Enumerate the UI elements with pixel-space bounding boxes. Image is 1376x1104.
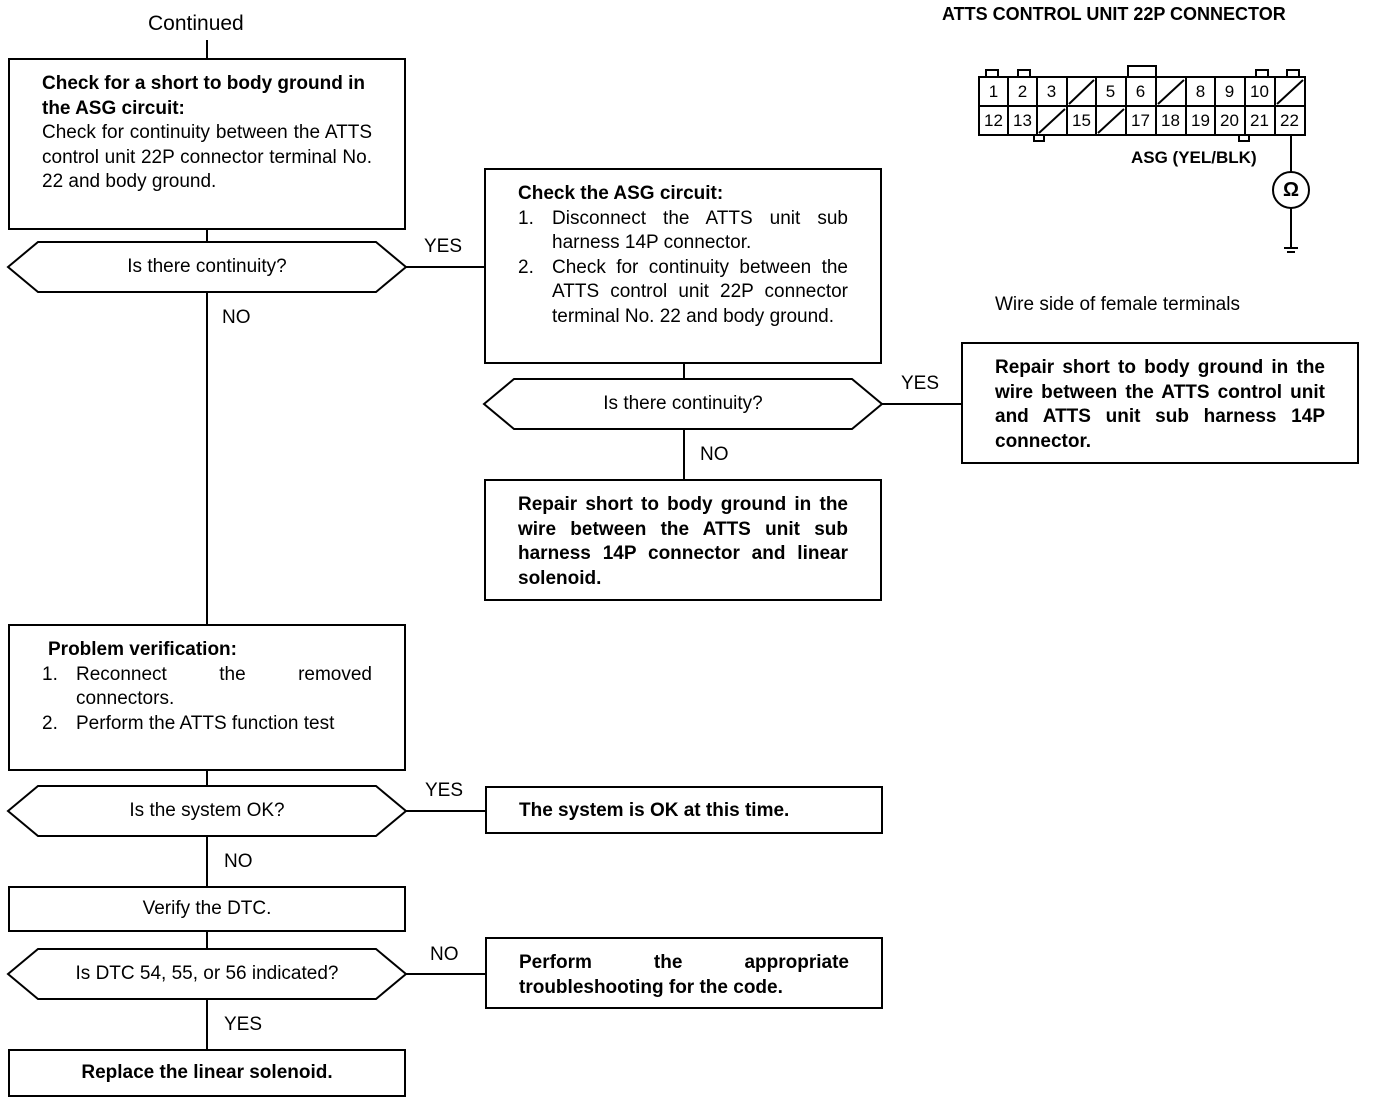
connector-pin-15: 15 — [1072, 111, 1091, 130]
step-short-check-body: Check for continuity between the ATTS co… — [42, 122, 372, 192]
connector-pin-13: 13 — [1013, 111, 1032, 130]
decision-continuity-1-text: Is there continuity? — [127, 256, 287, 277]
decision-shape-system-ok — [6, 785, 408, 837]
list-item: 1.Reconnect the removed connectors. — [42, 663, 372, 710]
connector-pin-18: 18 — [1161, 111, 1180, 130]
continued-label: Continued — [148, 12, 244, 35]
label-yes-2: YES — [901, 373, 940, 394]
connector-pin-6: 6 — [1135, 82, 1146, 101]
decision-system-ok-text: Is the system OK? — [129, 800, 285, 821]
decision-continuity-2-text: Is there continuity? — [603, 393, 763, 414]
label-yes-1: YES — [424, 236, 463, 257]
connector-pin-10: 10 — [1250, 82, 1269, 101]
connector-pin-3: 3 — [1046, 82, 1057, 101]
label-yes-4: YES — [224, 1014, 263, 1035]
label-no-1: NO — [222, 307, 251, 328]
connector-pin-21: 21 — [1250, 111, 1269, 130]
step-asg-check-list: 1.Disconnect the ATTS unit sub harness 1… — [518, 207, 848, 330]
problem-verification-heading: Problem verification: — [48, 639, 237, 660]
problem-verification-box: Problem verification: 1.Reconnect the re… — [8, 624, 406, 771]
list-item: 2.Perform the ATTS function test — [42, 712, 335, 734]
decision-dtc-text: Is DTC 54, 55, or 56 indicated? — [75, 963, 339, 984]
connector-diagram — [978, 65, 1310, 253]
repair-solenoid-wire-box: Repair short to body ground in the wire … — [484, 479, 882, 601]
replace-solenoid-box: Replace the linear solenoid. — [8, 1049, 406, 1097]
label-no-4: NO — [430, 944, 459, 965]
step-short-check-box: Check for a short to body ground in the … — [8, 58, 406, 230]
connector-pin-22: 22 — [1280, 111, 1299, 130]
connector-pin-20: 20 — [1220, 111, 1239, 130]
ohmmeter-icon: Ω — [1282, 179, 1300, 201]
decision-shape-continuity-1 — [6, 241, 408, 293]
connector-pin-17: 17 — [1131, 111, 1150, 130]
list-item: 2.Check for continuity between the ATTS … — [518, 256, 848, 327]
label-yes-3: YES — [425, 780, 464, 801]
connector-pin-5: 5 — [1105, 82, 1116, 101]
step-asg-check-box: Check the ASG circuit: 1.Disconnect the … — [484, 168, 882, 364]
repair-control-unit-wire-box: Repair short to body ground in the wire … — [961, 342, 1359, 464]
label-no-3: NO — [224, 851, 253, 872]
verify-dtc-box: Verify the DTC. — [8, 886, 406, 932]
connector-pin-8: 8 — [1195, 82, 1206, 101]
step-asg-check-heading: Check the ASG circuit: — [518, 183, 724, 204]
perform-troubleshooting-box: Perform the appropriate troubleshooting … — [485, 937, 883, 1009]
connector-pin-12: 12 — [984, 111, 1003, 130]
connector-title: ATTS CONTROL UNIT 22P CONNECTOR — [942, 4, 1286, 24]
decision-shape-dtc — [6, 948, 408, 1000]
connector-pin-9: 9 — [1224, 82, 1235, 101]
problem-verification-list: 1.Reconnect the removed connectors. 2.Pe… — [42, 663, 372, 737]
decision-shape-continuity-2 — [482, 378, 884, 430]
asg-wire-label: ASG (YEL/BLK) — [1131, 148, 1257, 167]
wire-side-note: Wire side of female terminals — [995, 294, 1240, 315]
label-no-2: NO — [700, 444, 729, 465]
connector-pin-19: 19 — [1191, 111, 1210, 130]
step-short-check-heading: Check for a short to body ground in the … — [42, 73, 365, 119]
system-ok-box: The system is OK at this time. — [485, 786, 883, 834]
connector-pin-2: 2 — [1017, 82, 1028, 101]
connector-pin-1: 1 — [988, 82, 999, 101]
list-item: 1.Disconnect the ATTS unit sub harness 1… — [518, 207, 848, 254]
